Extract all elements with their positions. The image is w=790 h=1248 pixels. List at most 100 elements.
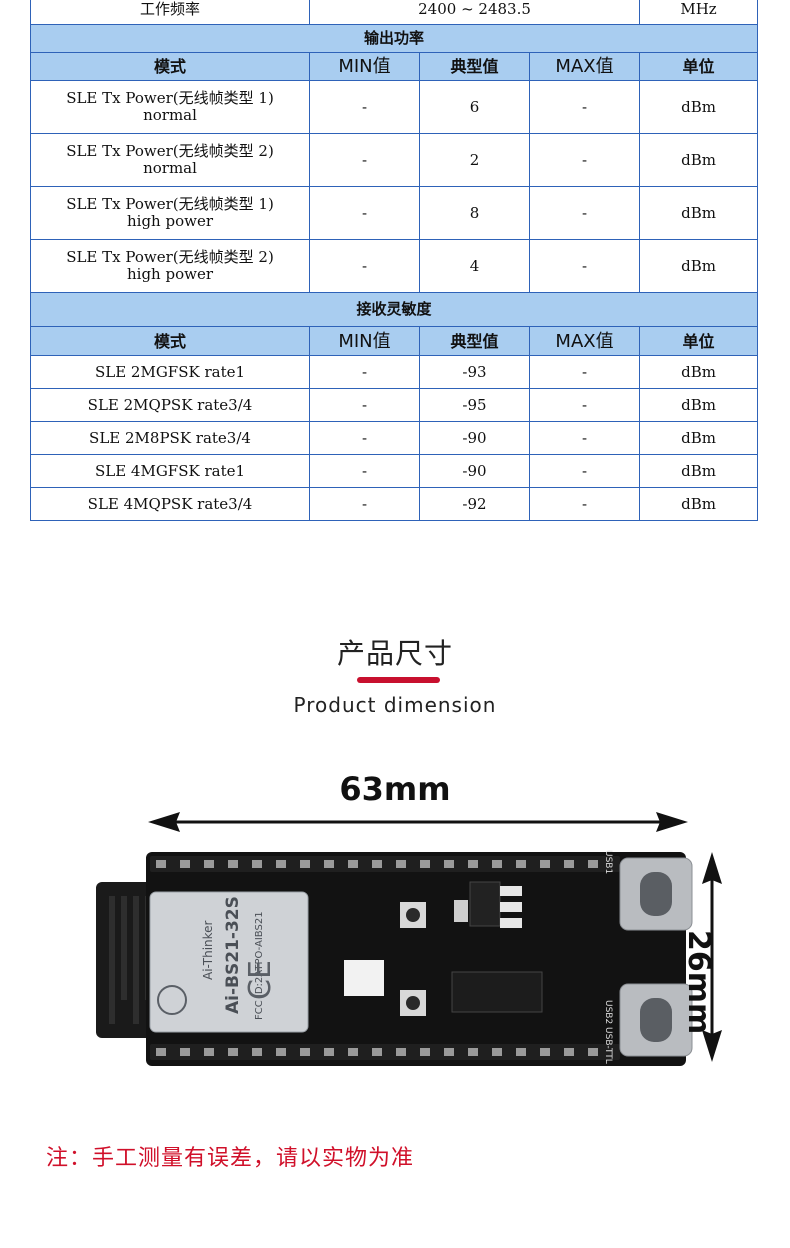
table-row: SLE 2MGFSK rate1 - -93 - dBm	[30, 355, 759, 389]
button-rst-cap	[406, 996, 420, 1010]
header-max: MAX值	[528, 52, 641, 81]
usb2-label: USB2 USB-TTL	[603, 1000, 613, 1064]
header-unit: 单位	[639, 52, 759, 81]
cell-min: -	[309, 355, 420, 389]
header-pin	[276, 1048, 286, 1056]
table-row: SLE Tx Power(无线帧类型 2)normal - 2 - dBm	[30, 133, 759, 187]
header-mode: 模式	[30, 52, 310, 81]
cell-max: -	[528, 421, 641, 455]
module-fcc: FCC ID:2ATPO-AIBS21	[254, 911, 265, 1020]
table-row: SLE 4MQPSK rate3/4 - -92 - dBm	[30, 487, 759, 521]
header-pin	[300, 860, 310, 868]
cell-min: -	[309, 388, 420, 422]
ch340-chip	[451, 971, 543, 1013]
header-min: MIN值	[309, 326, 420, 356]
mode-line: SLE Tx Power(无线帧类型 1)	[66, 195, 274, 213]
reg-tab	[500, 918, 522, 928]
section-title: 产品尺寸	[336, 637, 453, 670]
cell-typ: -90	[419, 454, 530, 488]
cell-mode: SLE Tx Power(无线帧类型 1)normal	[30, 80, 310, 134]
cell-max: -	[528, 239, 641, 293]
header-typ: 典型值	[419, 326, 530, 356]
header-pin	[540, 1048, 550, 1056]
mode-line: SLE Tx Power(无线帧类型 2)	[66, 142, 274, 160]
header-pin	[516, 1048, 526, 1056]
section-subtitle: Product dimension	[293, 693, 497, 717]
reg-tab	[500, 902, 522, 912]
header-pin	[540, 860, 550, 868]
table-row: SLE Tx Power(无线帧类型 1)high power - 8 - dB…	[30, 186, 759, 240]
led-chip	[344, 960, 384, 996]
cell-unit: dBm	[639, 388, 759, 422]
header-pin	[324, 860, 334, 868]
header-pin	[420, 1048, 430, 1056]
cell-typ: 2	[419, 133, 530, 187]
cell-typ: -90	[419, 421, 530, 455]
header-mode: 模式	[30, 326, 310, 356]
header-pin	[348, 1048, 358, 1056]
cell-unit: dBm	[639, 133, 759, 187]
cell-max: -	[528, 80, 641, 134]
header-pin	[564, 860, 574, 868]
cell-min: -	[309, 454, 420, 488]
header-pin	[492, 860, 502, 868]
header-pin	[156, 1048, 166, 1056]
cell-mode: SLE 2M8PSK rate3/4	[30, 421, 310, 455]
reg-tab	[500, 886, 522, 896]
module-brand: Ai-Thinker	[201, 920, 215, 980]
cell-typ: -95	[419, 388, 530, 422]
usb-c-top-port	[640, 872, 672, 916]
cell-mode: SLE 2MGFSK rate1	[30, 355, 310, 389]
header-pin	[204, 1048, 214, 1056]
header-pin	[204, 860, 214, 868]
cell-max: -	[528, 454, 641, 488]
cell-min: -	[309, 80, 420, 134]
header-pin	[156, 860, 166, 868]
table-row: SLE 2M8PSK rate3/4 - -90 - dBm	[30, 421, 759, 455]
header-pin	[588, 860, 598, 868]
header-pin	[180, 1048, 190, 1056]
cell-max: -	[528, 355, 641, 389]
cell-mode: SLE 4MGFSK rate1	[30, 454, 310, 488]
cell-typ: 4	[419, 239, 530, 293]
header-pin	[468, 1048, 478, 1056]
height-arrow	[702, 852, 722, 1062]
header-pin	[492, 1048, 502, 1056]
header-pin	[396, 1048, 406, 1056]
board-figure: Ai-BS21-32S Ai-Thinker FCC ID:2ATPO-AIBS…	[96, 812, 722, 1066]
mode-line: normal	[143, 159, 197, 177]
mode-line: high power	[126, 212, 213, 230]
header-pin	[348, 860, 358, 868]
header-pin	[180, 860, 190, 868]
cell-unit: dBm	[639, 186, 759, 240]
cell-typ: 6	[419, 80, 530, 134]
table-row: SLE 4MGFSK rate1 - -90 - dBm	[30, 454, 759, 488]
pins	[156, 860, 598, 1056]
width-arrow	[148, 812, 688, 832]
header-pin	[228, 1048, 238, 1056]
cell-freq-range: 2400 ~ 2483.5	[308, 0, 641, 25]
section-rx-sensitivity: 接收灵敏度	[29, 292, 759, 327]
header-pin	[396, 860, 406, 868]
cell-max: -	[528, 133, 641, 187]
cell-typ: -92	[419, 487, 530, 521]
cell-mode: SLE Tx Power(无线帧类型 1)high power	[30, 186, 310, 240]
section-output-power: 输出功率	[29, 24, 759, 53]
cell-mode: SLE 4MQPSK rate3/4	[30, 487, 310, 521]
header-pin	[252, 1048, 262, 1056]
cell-min: -	[309, 239, 420, 293]
header-pin	[372, 860, 382, 868]
table-row: SLE 2MQPSK rate3/4 - -95 - dBm	[30, 388, 759, 422]
table-row: SLE Tx Power(无线帧类型 2)high power - 4 - dB…	[30, 239, 759, 293]
cell-unit: dBm	[639, 355, 759, 389]
cell-min: -	[309, 487, 420, 521]
title-underline	[357, 677, 440, 683]
button-boot-cap	[406, 908, 420, 922]
cell-mode: SLE 2MQPSK rate3/4	[30, 388, 310, 422]
cell-unit: dBm	[639, 454, 759, 488]
header-max: MAX值	[528, 326, 641, 356]
cell-mode: 工作频率	[30, 0, 310, 25]
header-unit: 单位	[639, 326, 759, 356]
reg-chip	[469, 881, 501, 927]
cell-unit: dBm	[639, 239, 759, 293]
